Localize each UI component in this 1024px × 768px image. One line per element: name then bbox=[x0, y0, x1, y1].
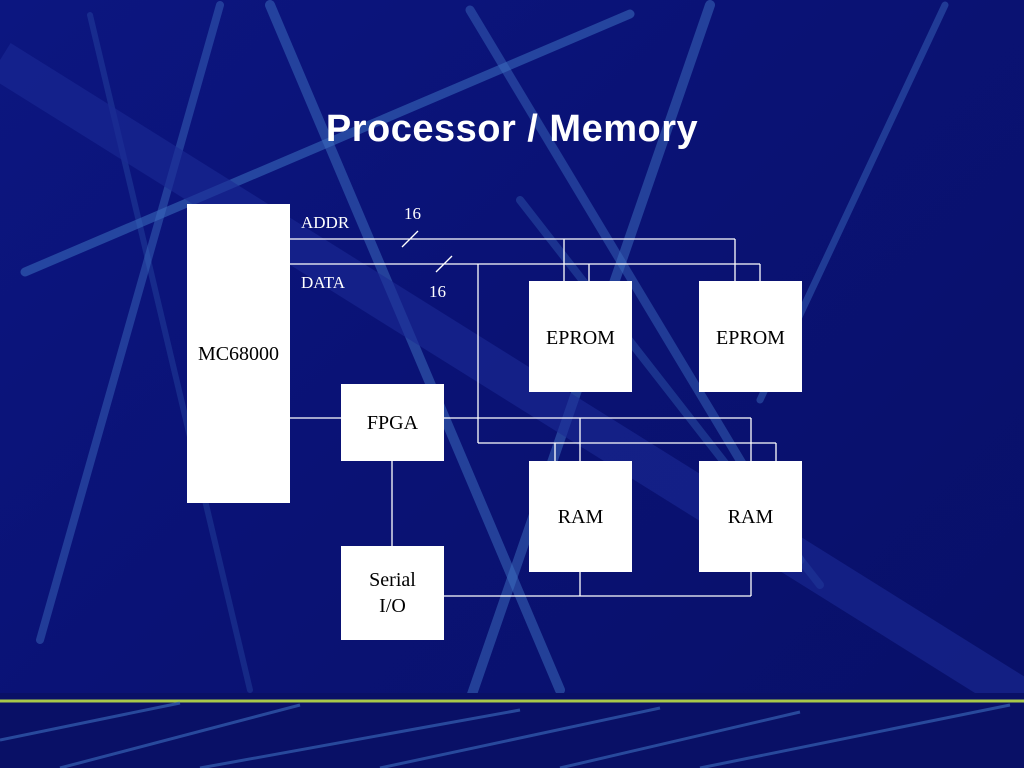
fpga-block: FPGA bbox=[341, 384, 444, 461]
addr-width-tick bbox=[401, 230, 419, 248]
addr-label: ADDR bbox=[301, 213, 350, 232]
cpu-block: MC68000 bbox=[187, 204, 290, 503]
eprom-block-1: EPROM bbox=[529, 281, 632, 392]
data-width-label: 16 bbox=[429, 282, 446, 301]
ram-block-2: RAM bbox=[699, 461, 802, 572]
eprom-block-2: EPROM bbox=[699, 281, 802, 392]
data-width-tick bbox=[435, 255, 453, 273]
addr-width-label: 16 bbox=[404, 204, 421, 223]
serial-io-block: Serial I/O bbox=[341, 546, 444, 640]
page-title: Processor / Memory bbox=[325, 108, 699, 150]
data-label: DATA bbox=[301, 273, 345, 292]
ram-block-1: RAM bbox=[529, 461, 632, 572]
